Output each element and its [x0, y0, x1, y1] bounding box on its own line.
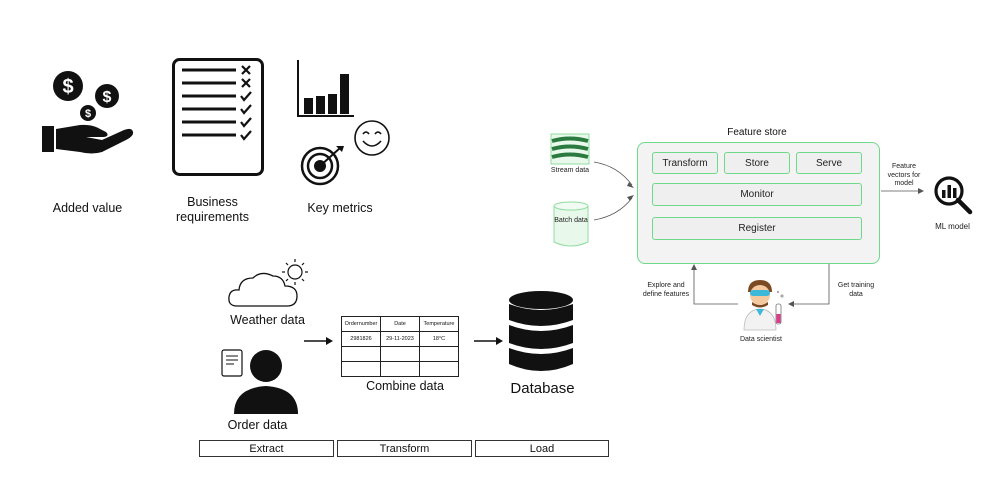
database-label: Database — [510, 380, 575, 397]
table-row — [341, 346, 459, 362]
money-hand-icon: $ $ $ — [42, 71, 134, 154]
combined-data-table: Ordernumber Date Temperature 2981826 29-… — [341, 316, 459, 377]
table-cell: 2981826 — [341, 331, 381, 347]
ml-model-search-icon — [934, 176, 973, 215]
weather-data-label: Weather data — [230, 313, 305, 327]
table-cell: 18°C — [419, 331, 459, 347]
target-icon — [300, 146, 344, 186]
svg-text:$: $ — [103, 89, 112, 106]
data-scientist-label: Data scientist — [739, 336, 783, 343]
ml-model-label: ML model — [935, 222, 970, 231]
stage-load: Load — [475, 440, 609, 457]
database-icon — [509, 291, 573, 371]
feature-store-title: Feature store — [727, 127, 787, 138]
stage-extract: Extract — [199, 440, 334, 457]
order-data-label: Order data — [227, 418, 288, 432]
business-requirements-label: Business requirements — [176, 195, 249, 224]
get-training-data-label: Get training data — [837, 282, 875, 298]
arrow-right-icon — [881, 188, 924, 194]
batch-data-label: Batch data — [554, 217, 588, 224]
combine-data-label: Combine data — [366, 379, 444, 393]
feature-vectors-label: Feature vectors for model — [887, 163, 921, 187]
register-box: Register — [652, 217, 862, 240]
person-document-icon — [221, 349, 298, 414]
smiley-face-icon — [354, 120, 390, 156]
svg-text:$: $ — [62, 76, 73, 98]
table-header-ordernumber: Ordernumber — [341, 316, 381, 332]
table-row: 2981826 29-11-2023 18°C — [341, 331, 459, 347]
monitor-box: Monitor — [652, 183, 862, 206]
serve-box: Serve — [796, 152, 862, 174]
arrow-icon — [593, 161, 634, 221]
svg-text:$: $ — [85, 108, 91, 120]
stream-data-icon — [550, 133, 590, 165]
checklist-document-icon — [172, 58, 264, 176]
cloud-sun-icon — [228, 259, 308, 307]
arrow-up-icon — [691, 264, 738, 305]
key-metrics-label: Key metrics — [307, 201, 373, 215]
table-row — [341, 361, 459, 377]
stage-transform: Transform — [337, 440, 472, 457]
arrow-right-icon — [474, 337, 503, 345]
arrow-right-icon — [304, 337, 333, 345]
arrow-down-icon — [788, 264, 830, 307]
batch-data-icon — [553, 201, 589, 247]
stream-data-label: Stream data — [550, 167, 590, 174]
table-cell: 29-11-2023 — [380, 331, 420, 347]
data-scientist-icon — [743, 280, 784, 331]
store-box: Store — [724, 152, 790, 174]
transform-box: Transform — [652, 152, 718, 174]
bar-chart-icon — [297, 60, 354, 117]
explore-features-label: Explore and define features — [642, 282, 690, 298]
table-header-date: Date — [380, 316, 420, 332]
table-header-temperature: Temperature — [419, 316, 459, 332]
added-value-label: Added value — [52, 201, 123, 215]
